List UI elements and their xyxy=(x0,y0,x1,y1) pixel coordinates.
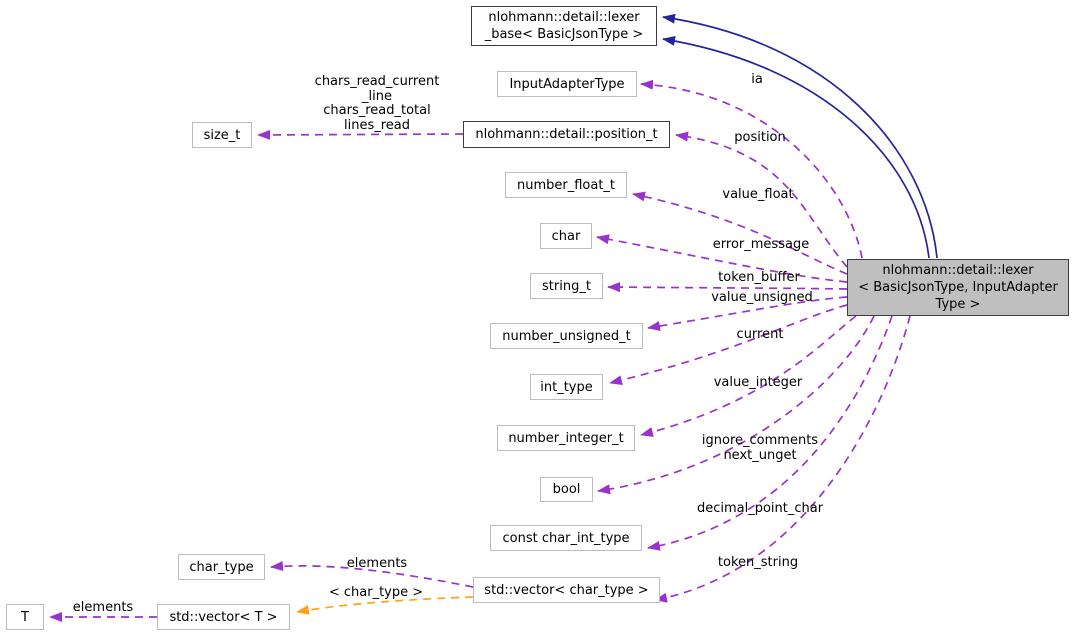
edge-inheritance-2 xyxy=(662,36,930,259)
edge-token-string xyxy=(654,315,911,603)
node-string-t[interactable]: string_t xyxy=(530,273,603,299)
edge-token-buffer xyxy=(607,282,848,293)
edge-ignore-comments xyxy=(597,315,875,495)
node-int-type[interactable]: int_type xyxy=(530,374,603,400)
edge-label-elements-char-type: elements xyxy=(346,556,408,571)
node-vector-char-type[interactable]: std::vector< char_type > xyxy=(473,577,660,603)
node-char-type[interactable]: char_type xyxy=(178,554,265,580)
edge-chars-read xyxy=(257,129,464,140)
node-char[interactable]: char xyxy=(540,223,592,249)
edge-label-token-string: token_string xyxy=(717,555,799,570)
edge-decimal-point-char xyxy=(647,315,893,551)
node-lexer-main[interactable]: nlohmann::detail::lexer < BasicJsonType,… xyxy=(847,259,1069,316)
edge-label-value-integer: value_integer xyxy=(713,375,803,390)
edge-inheritance-1 xyxy=(662,13,938,259)
edge-label-position: position xyxy=(734,130,786,145)
node-bool[interactable]: bool xyxy=(540,477,593,502)
edge-current xyxy=(609,304,848,386)
edge-label-template-args: < char_type > xyxy=(328,585,424,600)
edge-template-instance xyxy=(296,596,474,615)
edge-label-token-buffer: token_buffer xyxy=(718,270,800,285)
node-number-integer-t[interactable]: number_integer_t xyxy=(497,425,635,451)
edge-error-message xyxy=(596,234,848,283)
edge-label-current: current xyxy=(736,327,784,342)
edge-position xyxy=(675,131,848,268)
node-number-float-t[interactable]: number_float_t xyxy=(505,172,627,198)
edge-label-elements-t: elements xyxy=(72,600,134,615)
node-input-adapter-type[interactable]: InputAdapterType xyxy=(497,71,637,97)
node-const-char-int-type[interactable]: const char_int_type xyxy=(490,525,642,551)
edge-value-integer xyxy=(640,315,857,437)
edge-value-float xyxy=(632,191,848,275)
edge-label-value-unsigned: value_unsigned xyxy=(711,290,813,305)
edge-ia xyxy=(640,79,863,259)
edge-elements-char-type xyxy=(270,561,474,588)
edge-label-error-message: error_message xyxy=(712,237,810,252)
edge-label-value-float: value_float xyxy=(722,187,794,202)
node-lexer-base[interactable]: nlohmann::detail::lexer _base< BasicJson… xyxy=(471,6,657,46)
edge-label-decimal-point-char: decimal_point_char xyxy=(696,501,824,516)
node-position-t[interactable]: nlohmann::detail::position_t xyxy=(463,121,670,148)
node-number-unsigned-t[interactable]: number_unsigned_t xyxy=(490,323,643,349)
edge-value-unsigned xyxy=(647,296,848,331)
edge-label-chars-read: chars_read_current _line chars_read_tota… xyxy=(314,74,440,133)
node-size-t[interactable]: size_t xyxy=(192,122,252,148)
edge-label-ia: ia xyxy=(751,72,763,87)
edge-label-ignore-comments: ignore_comments next_unget xyxy=(701,433,819,463)
node-t[interactable]: T xyxy=(6,604,44,630)
node-vector-t[interactable]: std::vector< T > xyxy=(157,604,290,630)
